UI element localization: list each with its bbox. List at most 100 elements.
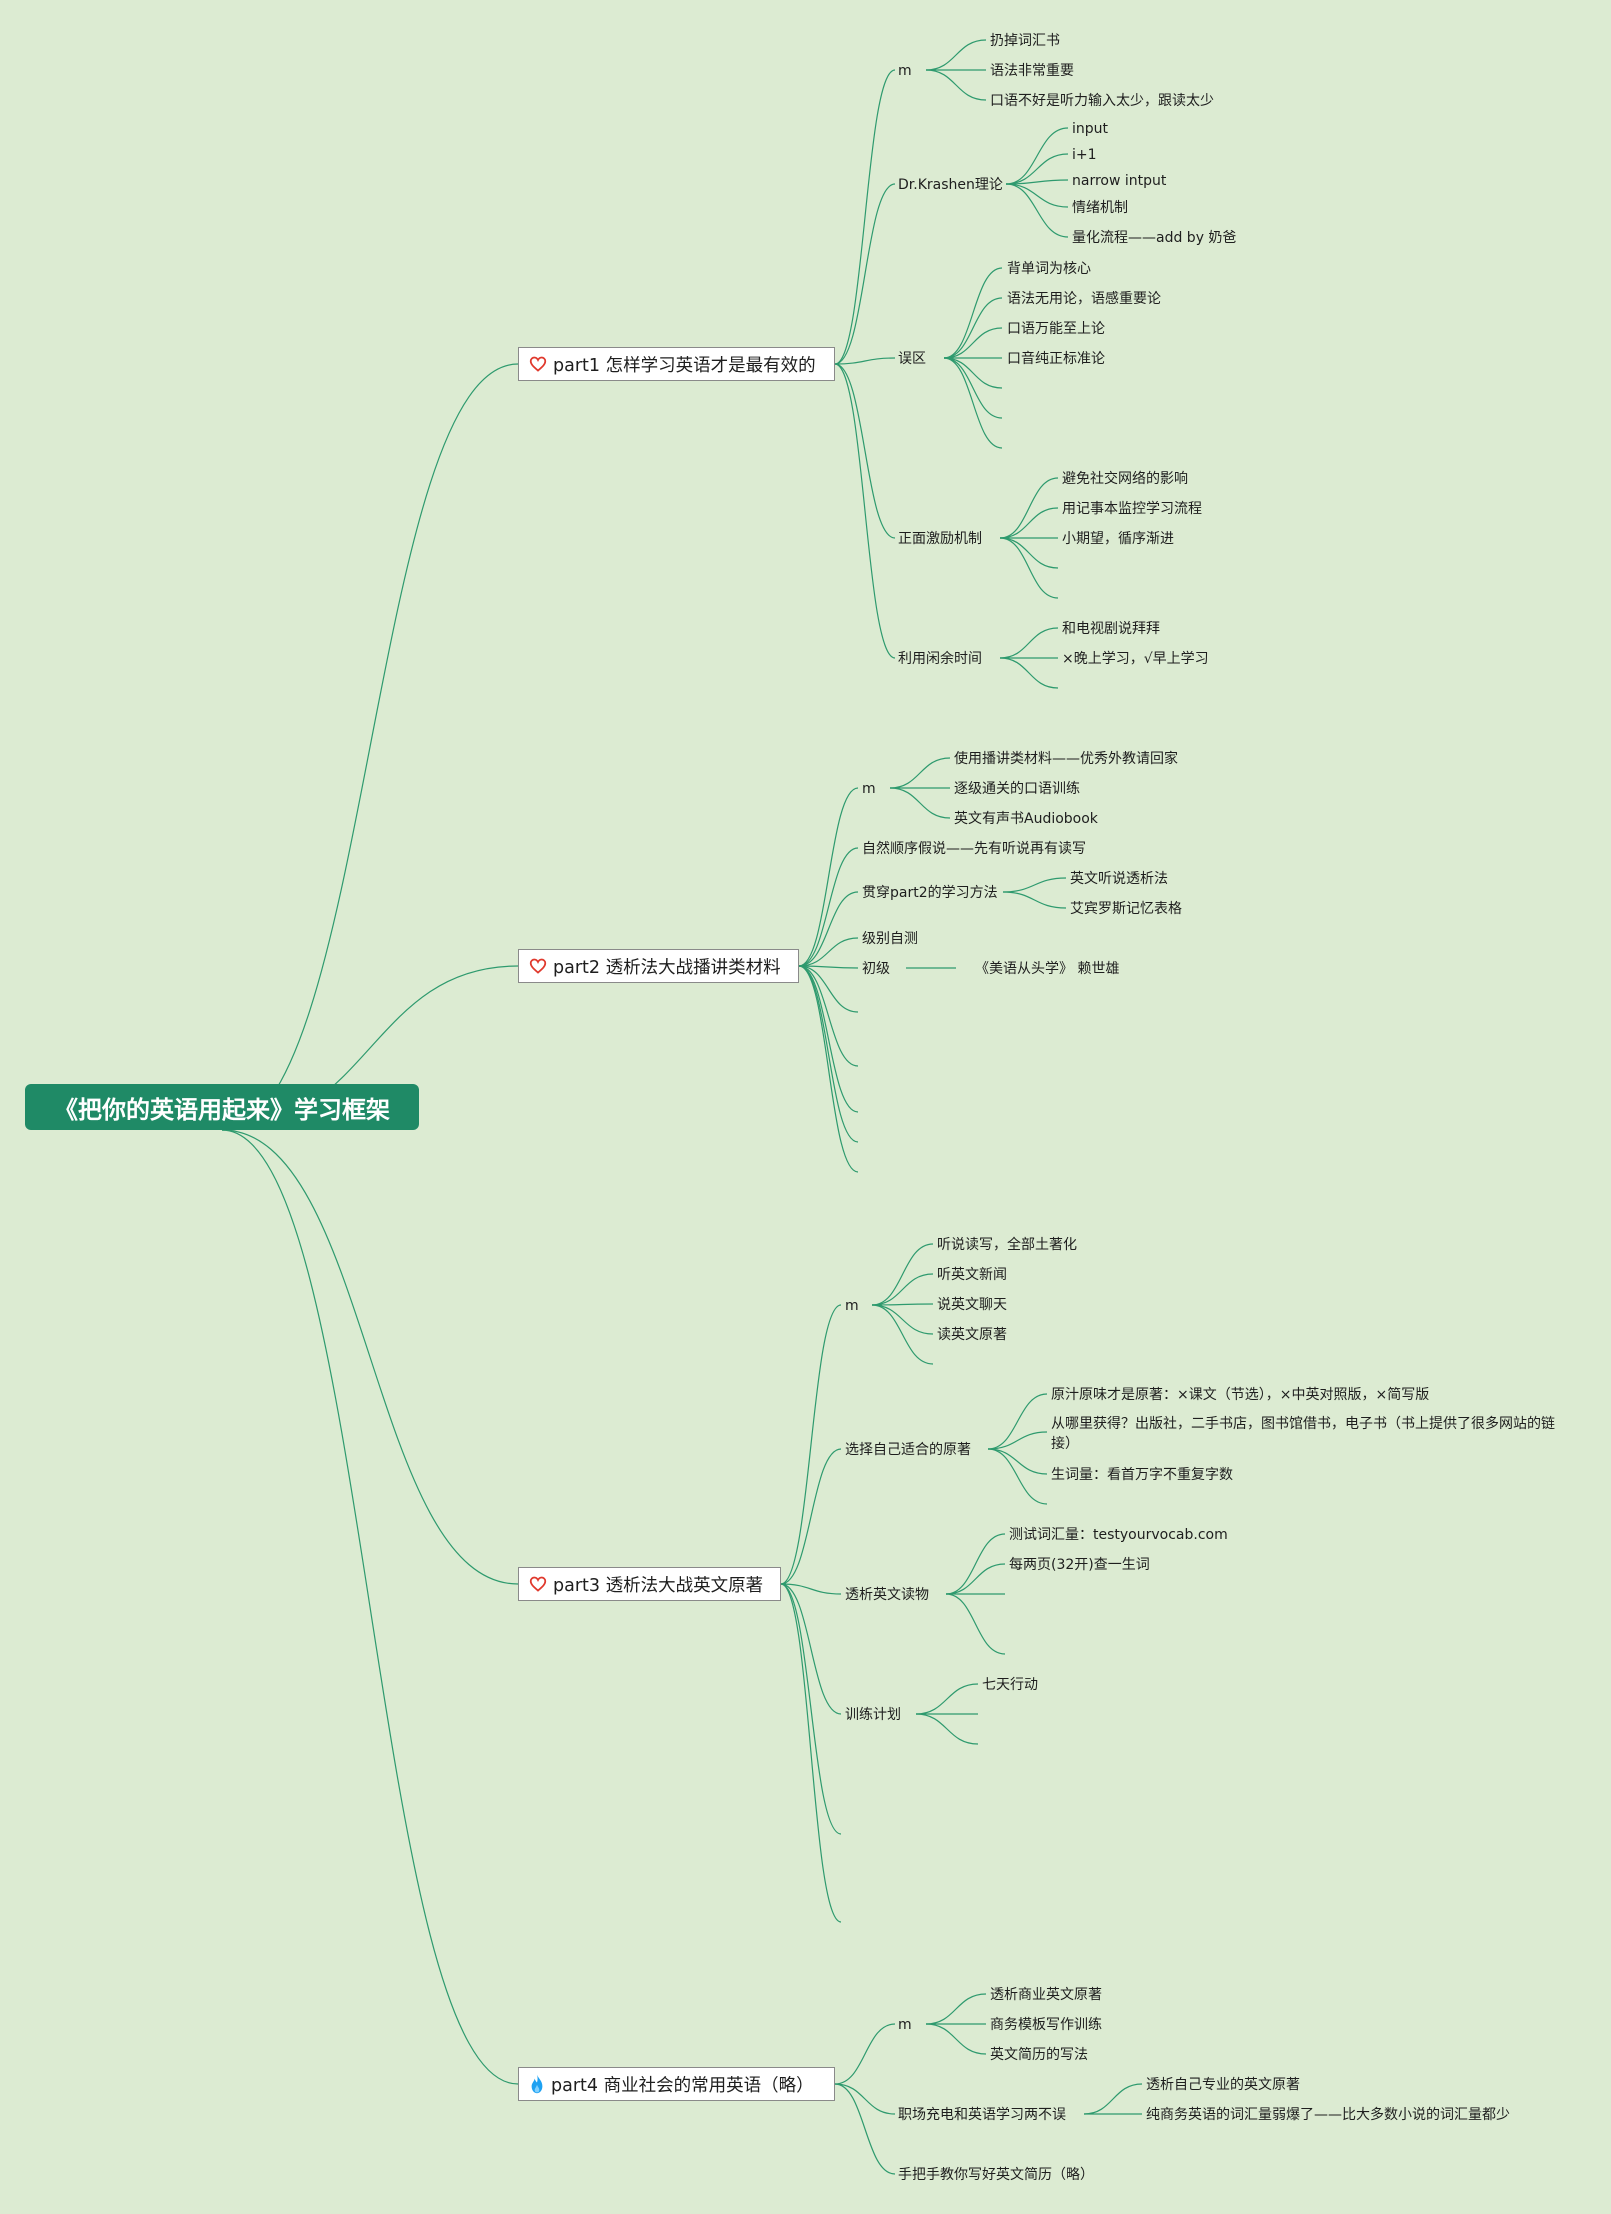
connector-line [987, 1448, 1048, 1505]
p1-branch-krashen[interactable]: Dr.Krashen理论 [898, 177, 1003, 193]
connector-line [999, 537, 1059, 599]
p1-m-leaf[interactable]: 语法非常重要 [990, 63, 1074, 79]
p2-beginner-leaf[interactable]: 《美语从头学》 赖世雄 [975, 961, 1120, 977]
p1-motivation-leaf[interactable]: 小期望，循序渐进 [1062, 531, 1174, 547]
connector-line [1005, 183, 1069, 238]
connector-line [1083, 2083, 1143, 2115]
heart-icon [529, 1576, 547, 1592]
p2-branch-m[interactable]: m [862, 781, 876, 797]
p3-dialysis-leaf[interactable]: 每两页(32开)查一生词 [1009, 1557, 1150, 1573]
p2-branch-beginner[interactable]: 初级 [862, 961, 890, 977]
heart-icon [529, 958, 547, 974]
connector-line [834, 2083, 896, 2175]
part2-title: part2 透析法大战播讲类材料 [553, 957, 781, 978]
connector-line [834, 69, 896, 365]
connector-line [871, 1273, 934, 1306]
p4-branch-career[interactable]: 职场充电和英语学习两不误 [898, 2107, 1066, 2123]
p1-m-leaf[interactable]: 口语不好是听力输入太少，跟读太少 [990, 93, 1214, 109]
p1-motivation-leaf[interactable]: 避免社交网络的影响 [1062, 471, 1188, 487]
connector-line [834, 357, 896, 365]
p1-krashen-leaf[interactable]: i+1 [1072, 147, 1097, 163]
p3-choose-book-leaf[interactable]: 原汁原味才是原著：×课文（节选），×中英对照版，×简写版 [1051, 1387, 1430, 1403]
connector-line [221, 1129, 519, 1585]
p3-branch-dialysis[interactable]: 透析英文读物 [845, 1587, 929, 1603]
connector-line [999, 507, 1059, 539]
p2-method-leaf[interactable]: 英文听说透析法 [1070, 871, 1168, 887]
p1-branch-m[interactable]: m [898, 63, 912, 79]
p1-krashen-leaf[interactable]: narrow intput [1072, 173, 1167, 189]
connector-line [999, 537, 1059, 569]
connector-line [798, 965, 859, 1067]
p1-krashen-leaf[interactable]: 情绪机制 [1072, 200, 1128, 216]
p3-m-leaf[interactable]: 读英文原著 [937, 1327, 1007, 1343]
connector-line [1005, 183, 1069, 208]
p1-spare-time-leaf[interactable]: ×晚上学习，√早上学习 [1062, 651, 1209, 667]
p4-branch-m[interactable]: m [898, 2017, 912, 2033]
p2-m-leaf[interactable]: 逐级通关的口语训练 [954, 781, 1080, 797]
connector-line [987, 1393, 1048, 1450]
p2-m-leaf[interactable]: 使用播讲类材料——优秀外教请回家 [954, 751, 1178, 767]
p3-choose-book-leaf[interactable]: 生词量：看首万字不重复字数 [1051, 1467, 1233, 1483]
connector-line [943, 267, 1003, 359]
part3-topic[interactable]: part3 透析法大战英文原著 [518, 1567, 781, 1601]
p1-misconception-leaf[interactable]: 背单词为核心 [1007, 261, 1091, 277]
p1-motivation-leaf[interactable]: 用记事本监控学习流程 [1062, 501, 1202, 517]
connector-line [925, 39, 987, 71]
p3-m-leaf[interactable]: 听英文新闻 [937, 1267, 1007, 1283]
p3-m-leaf[interactable]: 听说读写，全部土著化 [937, 1237, 1077, 1253]
p4-branch-resume[interactable]: 手把手教你写好英文简历（略） [898, 2167, 1094, 2183]
root-topic[interactable]: 《把你的英语用起来》学习框架 [25, 1084, 419, 1130]
p1-misconception-leaf[interactable]: 口音纯正标准论 [1007, 351, 1105, 367]
connector-line [871, 1304, 934, 1365]
connector-line [999, 627, 1059, 659]
connector-line [945, 1593, 1006, 1655]
connector-line [798, 965, 859, 1173]
p2-m-leaf[interactable]: 英文有声书Audiobook [954, 811, 1098, 827]
connector-line [999, 657, 1059, 689]
p4-m-leaf[interactable]: 英文简历的写法 [990, 2047, 1088, 2063]
connector-line [915, 1713, 979, 1745]
connector-line [798, 891, 859, 967]
p1-krashen-leaf[interactable]: 量化流程——add by 奶爸 [1072, 230, 1237, 246]
part1-topic[interactable]: part1 怎样学习英语才是最有效的 [518, 347, 835, 381]
connector-line [987, 1431, 1048, 1450]
p4-m-leaf[interactable]: 透析商业英文原著 [990, 1987, 1102, 2003]
connector-line [925, 69, 987, 101]
connector-line [798, 847, 859, 967]
connector-line [925, 2023, 987, 2055]
p2-branch-method[interactable]: 贯穿part2的学习方法 [862, 885, 998, 901]
p4-career-leaf[interactable]: 透析自己专业的英文原著 [1146, 2077, 1300, 2093]
p1-misconception-leaf[interactable]: 语法无用论，语感重要论 [1007, 291, 1161, 307]
p3-m-leaf[interactable]: 说英文聊天 [937, 1297, 1007, 1313]
p3-plan-leaf[interactable]: 七天行动 [982, 1677, 1038, 1693]
p3-branch-choose-book[interactable]: 选择自己适合的原著 [845, 1442, 971, 1458]
p1-spare-time-leaf[interactable]: 和电视剧说拜拜 [1062, 621, 1160, 637]
p3-branch-plan[interactable]: 训练计划 [845, 1707, 901, 1723]
p3-dialysis-leaf[interactable]: 测试词汇量：testyourvocab.com [1009, 1527, 1228, 1543]
part4-title: part4 商业社会的常用英语（略） [551, 2075, 814, 2096]
connector-line [943, 357, 1003, 419]
p1-branch-motivation[interactable]: 正面激励机制 [898, 531, 982, 547]
p4-m-leaf[interactable]: 商务模板写作训练 [990, 2017, 1102, 2033]
p2-branch-level-test[interactable]: 级别自测 [862, 931, 918, 947]
connector-line [798, 965, 859, 1143]
p1-m-leaf[interactable]: 扔掉词汇书 [990, 33, 1060, 49]
connector-line [780, 1583, 842, 1715]
p3-choose-book-leaf[interactable]: 从哪里获得？出版社，二手书店，图书馆借书，电子书（书上提供了很多网站的链接） [1051, 1416, 1555, 1452]
connector-line [943, 297, 1003, 359]
p4-career-leaf[interactable]: 纯商务英语的词汇量弱爆了——比大多数小说的词汇量都少 [1146, 2107, 1510, 2123]
p2-branch-natural-order[interactable]: 自然顺序假说——先有听说再有读写 [862, 841, 1086, 857]
p3-branch-m[interactable]: m [845, 1298, 859, 1314]
p1-misconception-leaf[interactable]: 口语万能至上论 [1007, 321, 1105, 337]
connector-line [999, 477, 1059, 539]
part4-topic[interactable]: part4 商业社会的常用英语（略） [518, 2067, 835, 2101]
connector-line [1002, 891, 1067, 909]
p2-method-leaf[interactable]: 艾宾罗斯记忆表格 [1070, 901, 1182, 917]
connector-line [871, 1243, 934, 1306]
connector-line [780, 1448, 842, 1585]
part2-topic[interactable]: part2 透析法大战播讲类材料 [518, 949, 799, 983]
p1-branch-spare-time[interactable]: 利用闲余时间 [898, 651, 982, 667]
p1-krashen-leaf[interactable]: input [1072, 121, 1109, 137]
p1-branch-misconceptions[interactable]: 误区 [898, 351, 926, 367]
